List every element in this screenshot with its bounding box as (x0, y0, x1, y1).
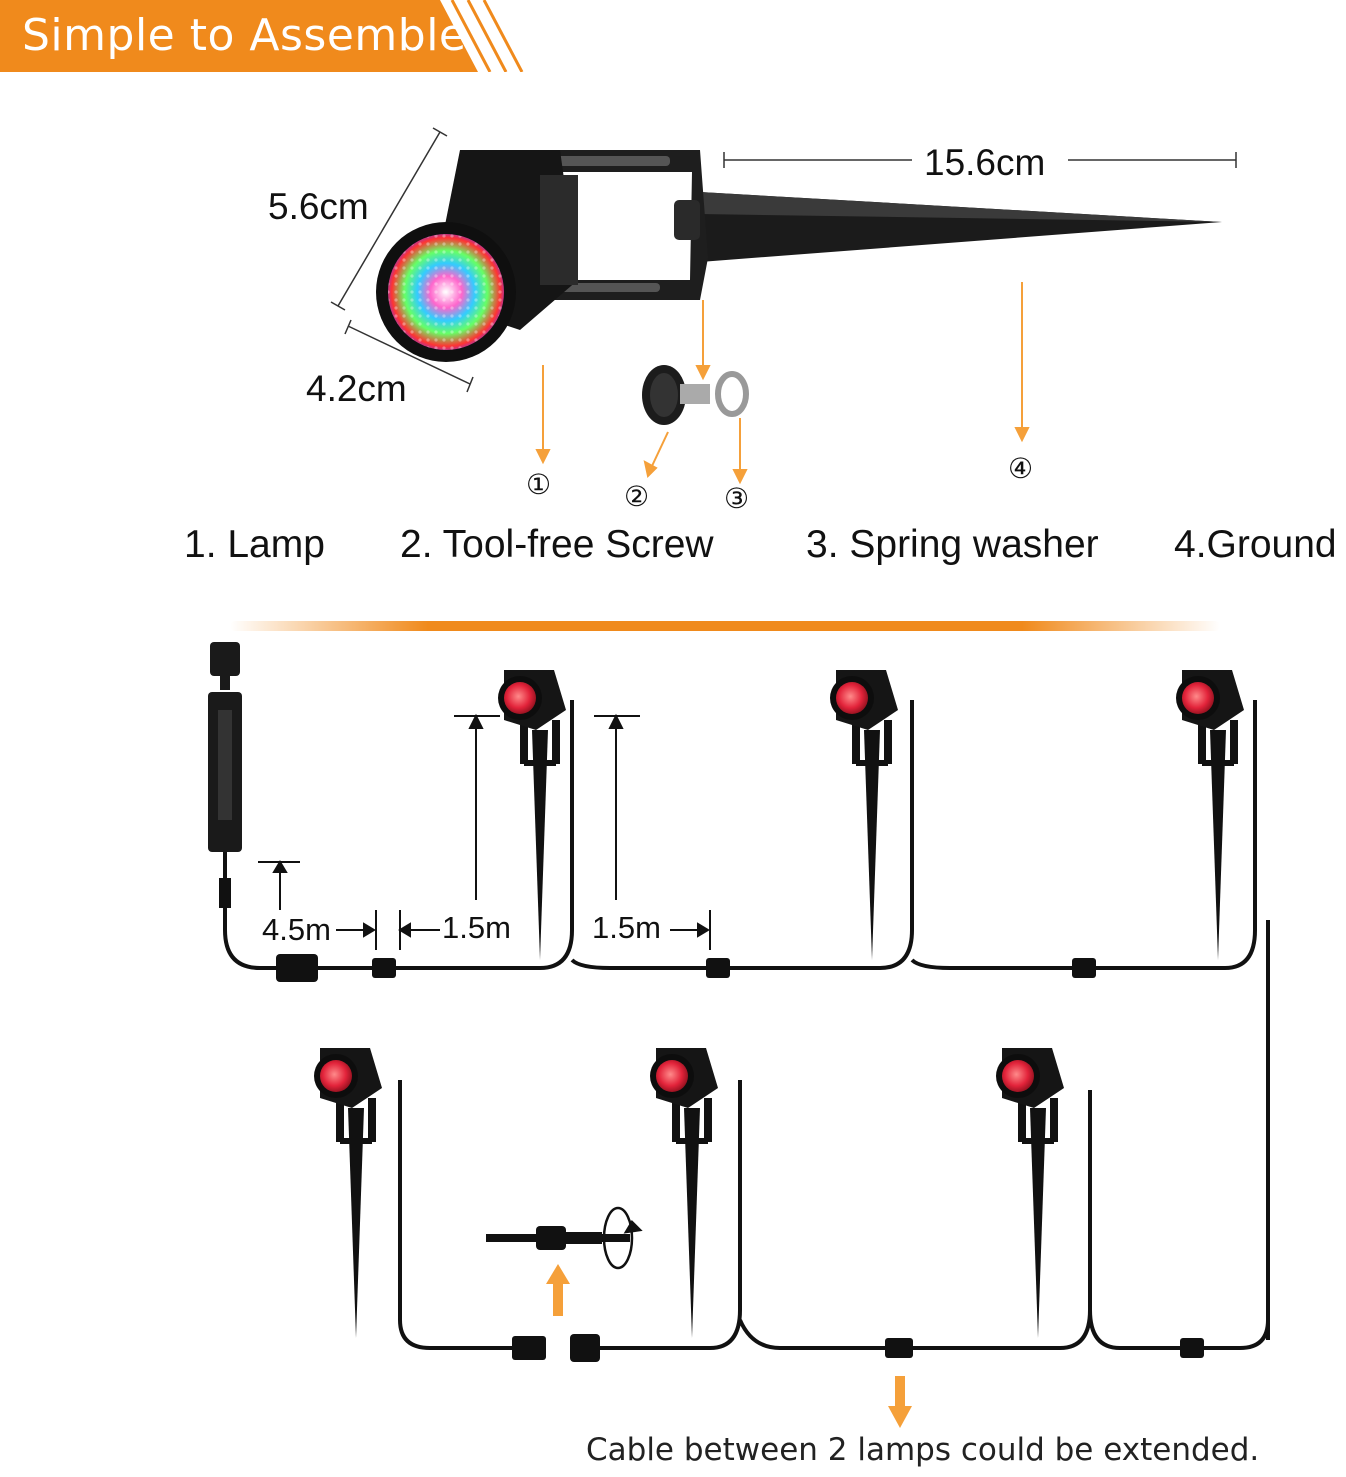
measurement-arrows (258, 713, 711, 950)
orange-down-arrow (888, 1376, 912, 1428)
cable-connectors-row-2 (512, 1334, 913, 1362)
cable-row-1 (223, 700, 1270, 1350)
lamp-2 (830, 670, 898, 960)
section-divider (230, 621, 1220, 631)
extension-note: Cable between 2 lamps could be extended. (586, 1432, 1260, 1468)
part-label-ground: 4.Ground (1174, 523, 1337, 566)
cable-length-power: 4.5m (262, 912, 331, 947)
part-label-washer: 3. Spring washer (806, 523, 1099, 566)
extension-connector (486, 1226, 630, 1250)
rotate-arrow-icon (602, 1206, 643, 1270)
cable-length-spacing-2: 1.5m (592, 910, 661, 945)
lamp-6 (996, 1048, 1064, 1338)
length-dimension: 15.6cm (924, 142, 1046, 183)
lamp-3 (1176, 670, 1244, 960)
dimension-line-height (330, 127, 448, 311)
part-label-screw: 2. Tool-free Screw (400, 523, 714, 566)
callout-1: ① (526, 469, 552, 500)
part-label-lamp: 1. Lamp (184, 523, 325, 566)
banner-title: Simple to Assemble (22, 10, 467, 61)
width-dimension: 4.2cm (306, 368, 407, 409)
dimension-line-length (723, 152, 1237, 168)
tool-free-screw (642, 365, 710, 425)
callout-arrows (535, 282, 1030, 485)
cable-row-2 (398, 1080, 1092, 1350)
product-illustration (330, 127, 1237, 485)
banner-shape (0, 0, 524, 73)
orange-up-arrow (546, 1264, 570, 1316)
title-banner: Simple to Assemble (0, 0, 524, 73)
callout-4: ④ (1008, 453, 1034, 484)
lamp-4 (314, 1048, 382, 1338)
callout-3: ③ (724, 483, 750, 514)
lamp-housing (376, 150, 578, 362)
ground-spike (700, 192, 1222, 262)
dimension-line-width (344, 319, 474, 393)
cable-connectors-row-1 (276, 954, 1204, 1358)
lamp-5 (650, 1048, 718, 1338)
cable-length-spacing-1: 1.5m (442, 910, 511, 945)
callout-2: ② (624, 481, 650, 512)
spring-washer (715, 371, 749, 417)
power-adapter (208, 642, 242, 930)
height-dimension: 5.6cm (268, 186, 369, 227)
